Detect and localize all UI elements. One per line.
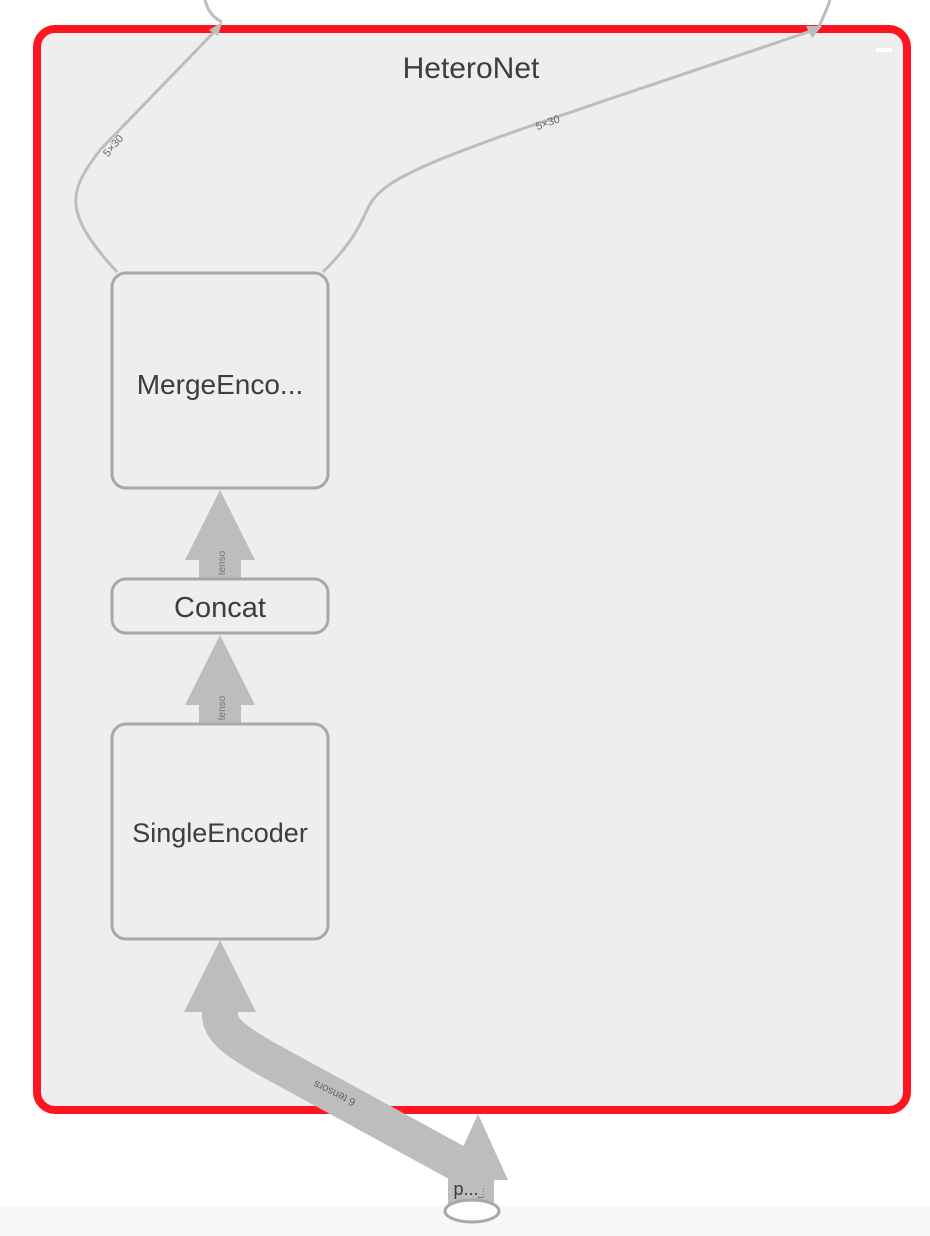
edge-label-concat-to-merge: tenso: [217, 550, 228, 575]
edge-top-left-stub: [203, 0, 223, 24]
node-concat-label: Concat: [174, 592, 266, 624]
node-single-encoder-label: SingleEncoder: [132, 818, 308, 848]
edge-single-to-concat[interactable]: [199, 703, 241, 725]
edge-merge-out-left[interactable]: [74, 26, 220, 274]
node-concat[interactable]: [110, 577, 330, 635]
arrowhead-single-to-concat: [185, 635, 255, 705]
edge-label-input-inner: t...: [476, 1187, 487, 1198]
node-merge-encoder[interactable]: [110, 271, 330, 490]
edge-top-right-stub: [816, 0, 832, 29]
input-node-ellipse[interactable]: [443, 1198, 501, 1224]
input-node-label: p...: [453, 1179, 478, 1199]
arrowhead-out-right: [806, 26, 822, 38]
arrowhead-concat-to-merge: [185, 490, 255, 560]
edge-concat-to-merge[interactable]: [199, 558, 241, 580]
edge-label-single-to-concat: tenso: [217, 695, 228, 720]
node-merge-encoder-label: MergeEnco...: [137, 369, 304, 400]
node-single-encoder[interactable]: [110, 722, 330, 941]
group-title: HeteroNet: [403, 52, 540, 85]
edge-input-to-single[interactable]: [201, 1008, 479, 1186]
arrowhead-input-to-single: [184, 940, 256, 1012]
edge-merge-out-right[interactable]: [321, 28, 815, 274]
group-heteronet-box[interactable]: [33, 25, 911, 1114]
arrowhead-out-left: [209, 22, 222, 36]
collapse-button[interactable]: [876, 48, 892, 52]
arrowhead-input-bottom: [448, 1114, 508, 1180]
